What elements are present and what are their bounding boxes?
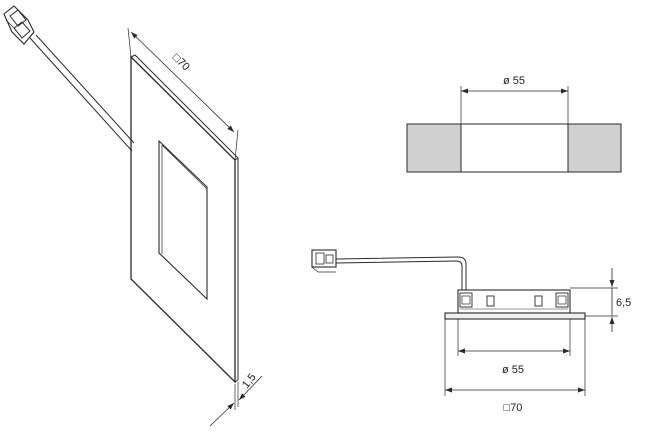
top-opening [460, 123, 569, 173]
side-diameter-label: ø 55 [502, 364, 524, 376]
side-square-dimension: □70 [444, 319, 586, 414]
side-connector [311, 249, 337, 273]
iso-thickness-dimension: 1,5 [209, 371, 263, 427]
iso-square-dimension: □70 [127, 27, 239, 161]
iso-thickness-label: 1,5 [240, 371, 259, 390]
top-view: ø 55 [406, 75, 622, 173]
iso-cable [29, 34, 135, 152]
isometric-view: □70 1,5 [3, 5, 263, 427]
side-diameter-dimension: ø 55 [457, 319, 571, 376]
top-left-edge [406, 123, 462, 173]
top-diameter-label: ø 55 [503, 75, 525, 87]
side-height-dimension: 6,5 [570, 268, 631, 332]
side-body [457, 289, 571, 314]
iso-plate [130, 54, 239, 384]
side-plate [444, 312, 586, 320]
top-right-edge [567, 123, 622, 173]
side-height-label: 6,5 [616, 297, 631, 309]
side-square-label: □70 [504, 402, 523, 414]
side-cable [335, 256, 467, 290]
side-view: 6,5 ø 55 □70 [311, 249, 631, 414]
iso-connector [3, 5, 35, 45]
iso-square-label: □70 [170, 52, 192, 74]
